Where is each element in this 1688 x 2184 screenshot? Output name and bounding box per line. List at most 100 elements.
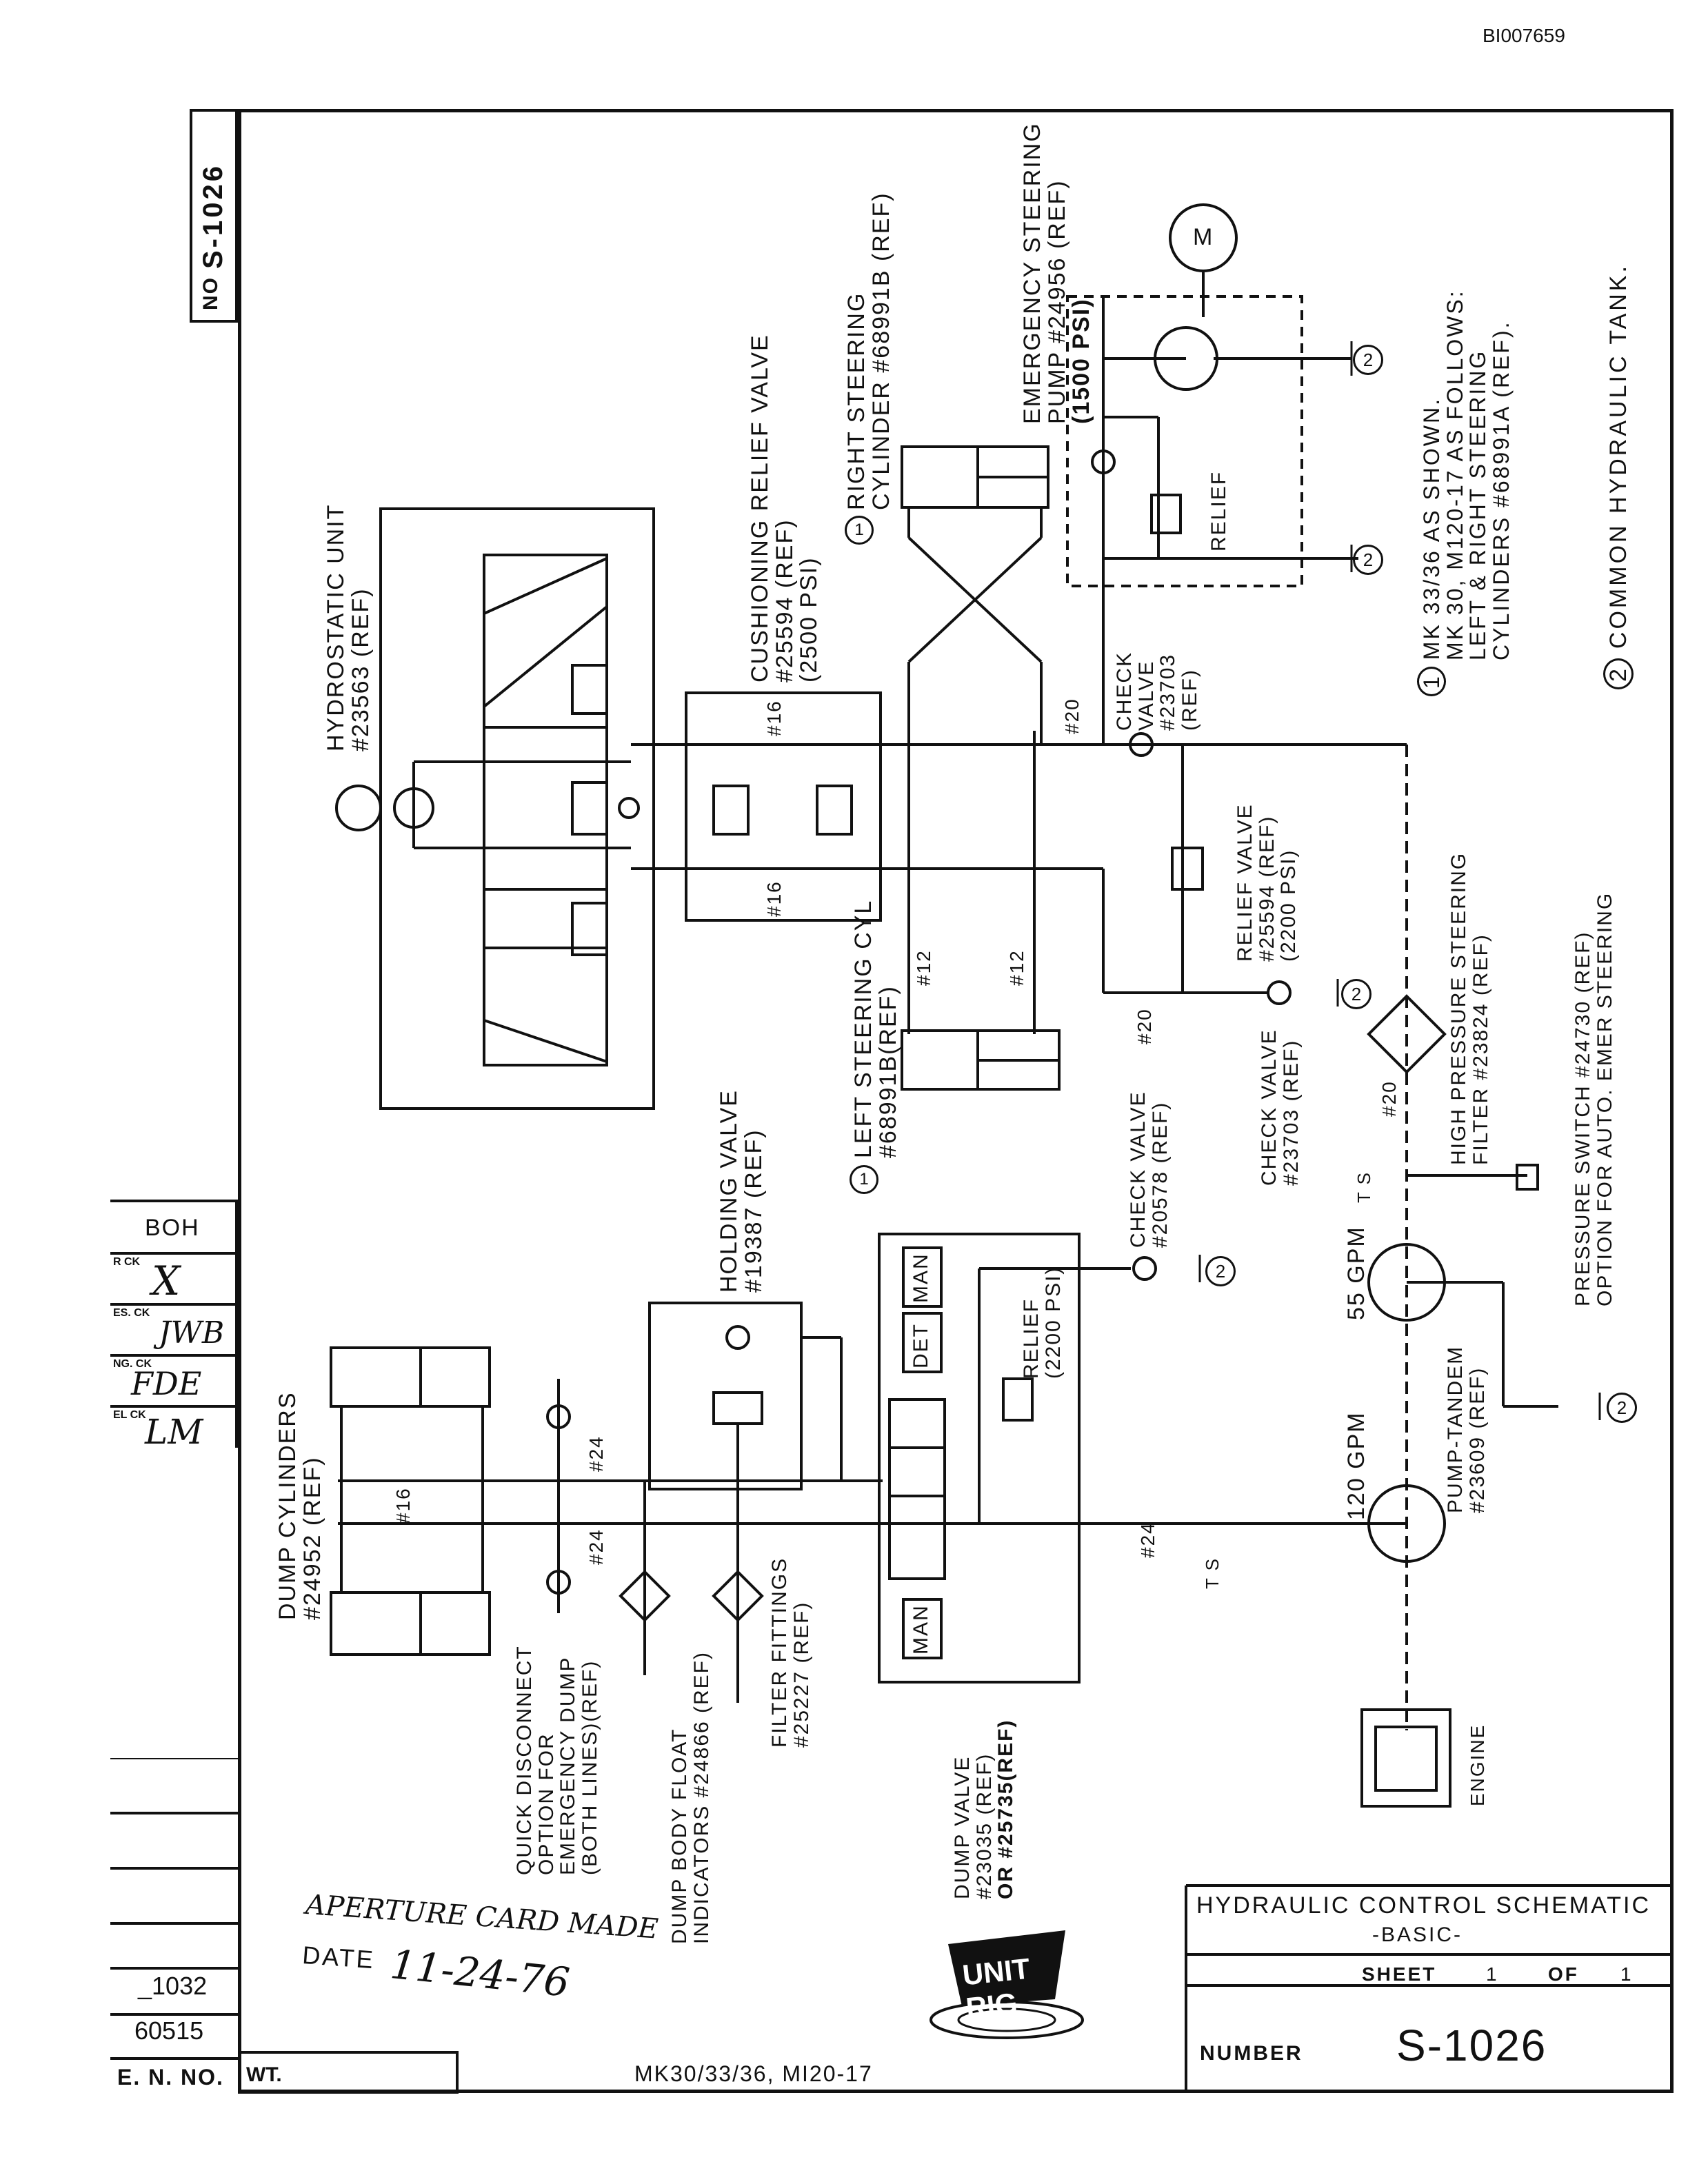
filter-fittings-label: FILTER FITTINGS #25227 (REF) bbox=[768, 1557, 813, 1748]
signature: X bbox=[152, 1257, 181, 1304]
of-number: 1 bbox=[1620, 1963, 1631, 1985]
tank-symbols bbox=[1198, 341, 1601, 1420]
number-label: NUMBER bbox=[1200, 2042, 1303, 2065]
check-label: EL CK bbox=[113, 1409, 146, 1421]
revision-number-b: 60515 bbox=[134, 2016, 204, 2045]
right-steering-label-line: RIGHT STEERING bbox=[843, 292, 870, 510]
check-valve-low-label: CHECK VALVE #20578 (REF) bbox=[1127, 1091, 1172, 1248]
check-valve-top-line: VALVE bbox=[1134, 660, 1158, 731]
check-row: R CK X bbox=[110, 1255, 235, 1306]
check-valve-mid-line: CHECK VALVE bbox=[1258, 1029, 1280, 1186]
check-valve-low-line: #20578 (REF) bbox=[1148, 1101, 1172, 1248]
line-size-16: #16 bbox=[763, 700, 785, 736]
note-number: 2 bbox=[1603, 658, 1634, 689]
drawing-number-box bbox=[190, 109, 238, 323]
check-valve-mid-label: CHECK VALVE #23703 (REF) bbox=[1258, 1029, 1303, 1186]
emergency-pump-label-line: EMERGENCY STEERING bbox=[1019, 122, 1045, 424]
cushioning-label-line: CUSHIONING RELIEF VALVE bbox=[747, 334, 773, 682]
pump-tandem-line: PUMP-TANDEM bbox=[1444, 1345, 1467, 1513]
revision-number-a: _1032 bbox=[138, 1972, 208, 2000]
logo-graphic bbox=[930, 1930, 1084, 2039]
drawn-by: BOH bbox=[145, 1215, 200, 1241]
check-row: ES. CK JWB bbox=[110, 1306, 235, 1357]
quick-disconnect-line: OPTION FOR bbox=[534, 1732, 558, 1875]
revision-lines bbox=[110, 1758, 241, 2060]
pump-tandem-line: #23609 (REF) bbox=[1465, 1366, 1489, 1513]
relief-dump-line: (2200 PSI) bbox=[1041, 1266, 1065, 1379]
note-1: 1 MK 33/36 AS SHOWN. MK 30, M120-17 AS FO… bbox=[1417, 289, 1514, 696]
note-ref-circle: 1 bbox=[845, 516, 874, 545]
relief-small-label: RELIEF bbox=[1207, 470, 1230, 552]
pressure-switch-line: PRESSURE SWITCH #24730 (REF) bbox=[1571, 931, 1594, 1306]
line-size-24: #24 bbox=[585, 1435, 607, 1472]
gpm-120-label: 120 GPM bbox=[1343, 1411, 1369, 1520]
dump-cylinders-label-line: #24952 (REF) bbox=[299, 1456, 325, 1620]
pressure-switch-label: PRESSURE SWITCH #24730 (REF) OPTION FOR … bbox=[1571, 892, 1616, 1306]
emergency-pump-label: EMERGENCY STEERING PUMP #24956 (REF) (15… bbox=[1019, 122, 1094, 424]
det-label: DET bbox=[910, 1323, 932, 1368]
tank-ref-circle: 2 bbox=[1607, 1393, 1637, 1423]
quick-disconnect-line: EMERGENCY DUMP bbox=[556, 1656, 579, 1875]
check-label: NG. CK bbox=[113, 1358, 152, 1370]
cushioning-relief-box bbox=[685, 691, 882, 922]
line-size-16: #16 bbox=[392, 1487, 414, 1524]
check-valve-top-line: #23703 bbox=[1156, 653, 1179, 731]
note-number: 1 bbox=[1417, 667, 1446, 696]
line-size-24: #24 bbox=[1137, 1521, 1158, 1558]
float-indicators-label: DUMP BODY FLOAT INDICATORS #24866 (REF) bbox=[668, 1651, 713, 1944]
note-line: LEFT & RIGHT STEERING bbox=[1465, 349, 1491, 660]
note-ref-number: 1 bbox=[854, 520, 864, 539]
check-row: NG. CK FDE bbox=[110, 1357, 235, 1408]
model-line: MK30/33/36, MI20-17 bbox=[634, 2061, 873, 2086]
title-block-subtitle: -BASIC- bbox=[1372, 1923, 1463, 1946]
dump-cylinders-label-line: DUMP CYLINDERS bbox=[274, 1391, 301, 1620]
signature: LM bbox=[145, 1412, 203, 1452]
weight-label: WT. bbox=[246, 2063, 282, 2086]
hydrostatic-label-line: HYDROSTATIC UNIT bbox=[323, 503, 349, 751]
test-point-label: T S bbox=[1354, 1171, 1374, 1203]
relief-dump-label: RELIEF (2200 PSI) bbox=[1020, 1266, 1065, 1379]
pump-tandem-label: PUMP-TANDEM #23609 (REF) bbox=[1444, 1345, 1489, 1513]
holding-valve-box bbox=[648, 1302, 803, 1490]
tank-ref-number: 2 bbox=[1363, 549, 1374, 570]
line-size-20: #20 bbox=[1061, 698, 1083, 734]
hydrostatic-label: HYDROSTATIC UNIT #23563 (REF) bbox=[323, 503, 374, 751]
signature: JWB bbox=[159, 1315, 225, 1351]
hydrostatic-label-line: #23563 (REF) bbox=[347, 587, 374, 751]
unit-rig-logo: UNIT RIG bbox=[924, 1917, 1089, 2054]
engine-label: ENGINE bbox=[1467, 1723, 1488, 1806]
dump-valve-line: DUMP VALVE bbox=[951, 1755, 974, 1899]
float-indicators-line: INDICATORS #24866 (REF) bbox=[690, 1651, 713, 1944]
float-indicators-line: DUMP BODY FLOAT bbox=[668, 1728, 691, 1944]
right-steering-label: RIGHT STEERING CYLINDER #68991B (REF) bbox=[843, 192, 894, 510]
tank-ref-number: 2 bbox=[1363, 350, 1374, 370]
motor-label: M bbox=[1193, 224, 1213, 250]
emergency-pump-label-line: PUMP #24956 (REF) bbox=[1043, 179, 1070, 424]
note-line: MK 33/36 AS SHOWN. bbox=[1419, 396, 1444, 660]
sheet-label: SHEET bbox=[1362, 1963, 1437, 1985]
sheet-number: 1 bbox=[1486, 1963, 1497, 1985]
holding-valve-label-line: #19387 (REF) bbox=[740, 1129, 767, 1293]
tank-ref-circle: 2 bbox=[1205, 1256, 1236, 1286]
tank-ref-circle: 2 bbox=[1353, 545, 1383, 575]
eng-no-label: E. N. NO. bbox=[117, 2065, 224, 2090]
drawing-frame bbox=[238, 109, 1674, 2093]
relief-valve-mid-line: #25594 (REF) bbox=[1255, 815, 1278, 962]
check-valve-mid-line: #23703 (REF) bbox=[1279, 1039, 1303, 1186]
note-line: MK 30, M120-17 AS FOLLOWS: bbox=[1442, 289, 1467, 660]
of-label: OF bbox=[1548, 1963, 1579, 1985]
note-ref-circle: 1 bbox=[850, 1165, 878, 1194]
tank-ref-circle: 2 bbox=[1353, 345, 1383, 375]
check-row: BOH bbox=[110, 1202, 235, 1255]
holding-valve-label: HOLDING VALVE #19387 (REF) bbox=[716, 1089, 767, 1293]
hp-filter-line: FILTER #23824 (REF) bbox=[1469, 933, 1492, 1165]
check-valve-top-line: CHECK bbox=[1113, 651, 1136, 731]
quick-disconnect-line: QUICK DISCONNECT bbox=[513, 1645, 536, 1875]
check-valve-top-line: (REF) bbox=[1178, 669, 1201, 731]
relief-valve-mid-line: RELIEF VALVE bbox=[1234, 803, 1256, 962]
logo-text: UNIT RIG bbox=[961, 1952, 1032, 2025]
hp-filter-label: HIGH PRESSURE STEERING FILTER #23824 (RE… bbox=[1447, 852, 1492, 1165]
cushioning-label-line: #25594 (REF) bbox=[771, 518, 798, 682]
aperture-stamp-date-label: DATE bbox=[301, 1941, 376, 1974]
